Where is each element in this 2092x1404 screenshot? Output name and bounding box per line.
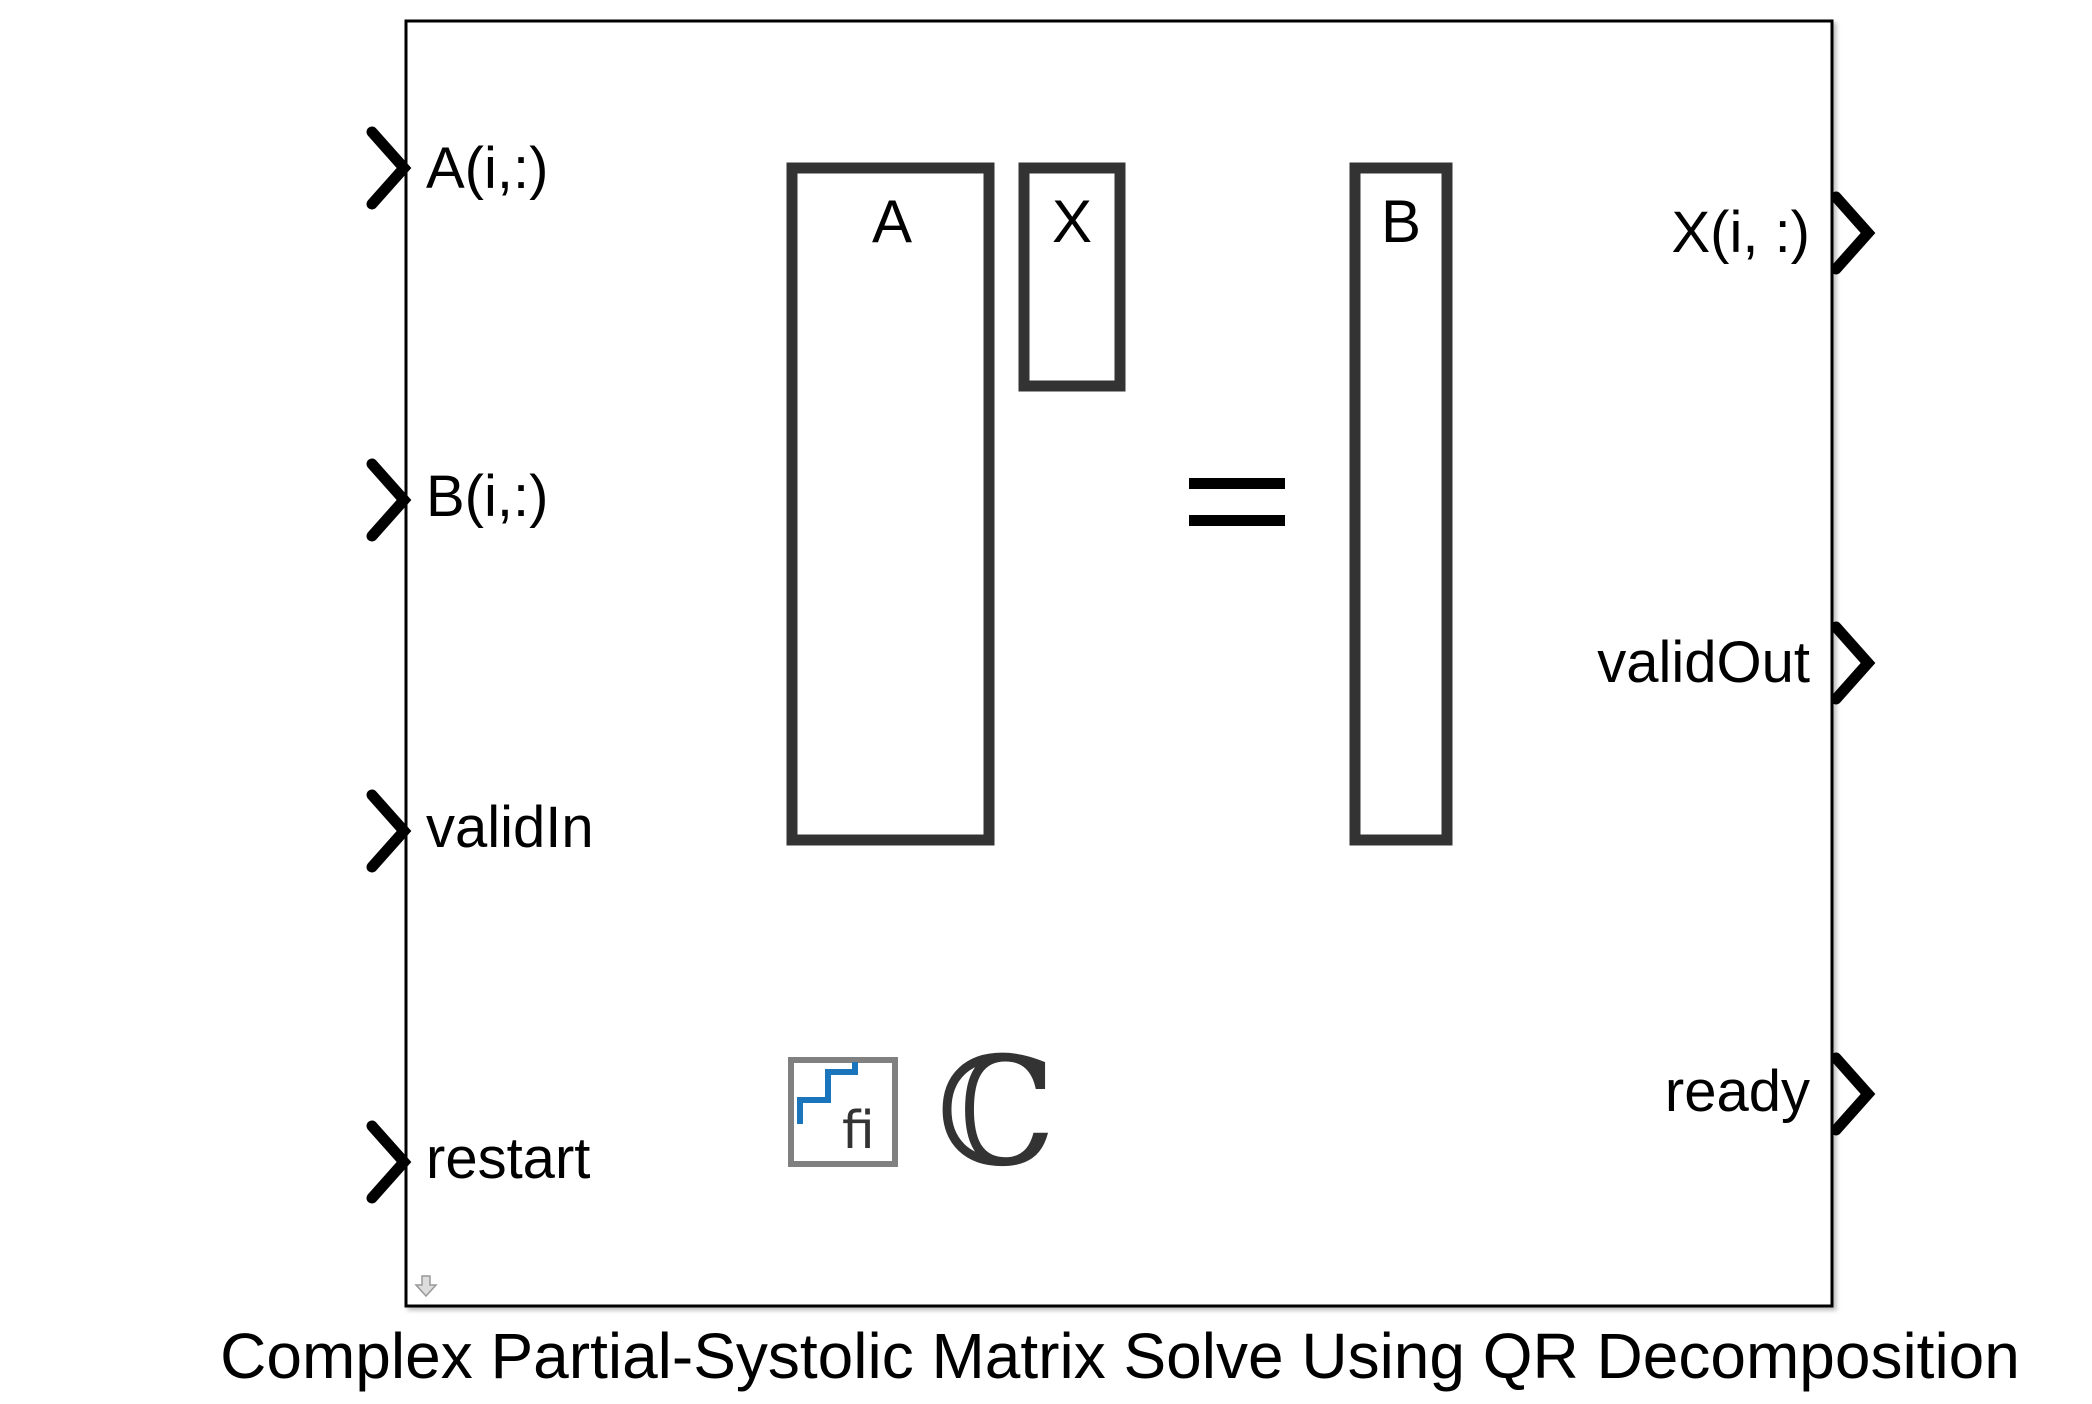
input-port-label: validIn (426, 795, 594, 860)
input-port-a[interactable]: A(i,:) (366, 126, 548, 210)
input-port-restart[interactable]: restart (366, 1120, 590, 1204)
block-caption: Complex Partial-Systolic Matrix Solve Us… (220, 1320, 2020, 1392)
port-chevron-icon[interactable] (1830, 191, 1876, 275)
equals-sign-top (1189, 478, 1285, 489)
output-port-x[interactable]: X(i, :) (1671, 191, 1876, 275)
matrix-b-label: B (1381, 188, 1421, 255)
matrix-a-label: A (872, 188, 912, 255)
input-port-label: restart (426, 1126, 590, 1191)
port-chevron-icon[interactable] (1830, 621, 1876, 705)
port-chevron-icon[interactable] (366, 789, 412, 873)
output-port-label: X(i, :) (1671, 200, 1810, 265)
port-chevron-icon[interactable] (366, 1120, 412, 1204)
matrix-a-rect (786, 162, 995, 846)
output-port-ready[interactable]: ready (1665, 1052, 1876, 1136)
complex-symbol-icon: ℂ (936, 1026, 1055, 1200)
port-chevron-icon[interactable] (1830, 1052, 1876, 1136)
down-arrow-icon[interactable] (414, 1275, 438, 1298)
port-chevron-icon[interactable] (366, 126, 412, 210)
input-port-b[interactable]: B(i,:) (366, 458, 548, 542)
input-port-label: B(i,:) (426, 464, 548, 529)
matrix-b-rect (1349, 162, 1453, 846)
input-port-validin[interactable]: validIn (366, 789, 594, 873)
input-port-label: A(i,:) (426, 136, 548, 201)
output-port-label: ready (1665, 1059, 1810, 1124)
equals-sign-bottom (1189, 515, 1285, 526)
port-chevron-icon[interactable] (366, 458, 412, 542)
fixed-point-icon: fi (788, 1057, 898, 1167)
fi-text: fi (842, 1101, 875, 1161)
output-port-label: validOut (1597, 630, 1810, 695)
output-port-validout[interactable]: validOut (1597, 621, 1876, 705)
matrix-x-label: X (1052, 188, 1092, 255)
matrix-equation-icon: A X B (786, 162, 1453, 846)
matrix-x-rect (1018, 162, 1126, 392)
